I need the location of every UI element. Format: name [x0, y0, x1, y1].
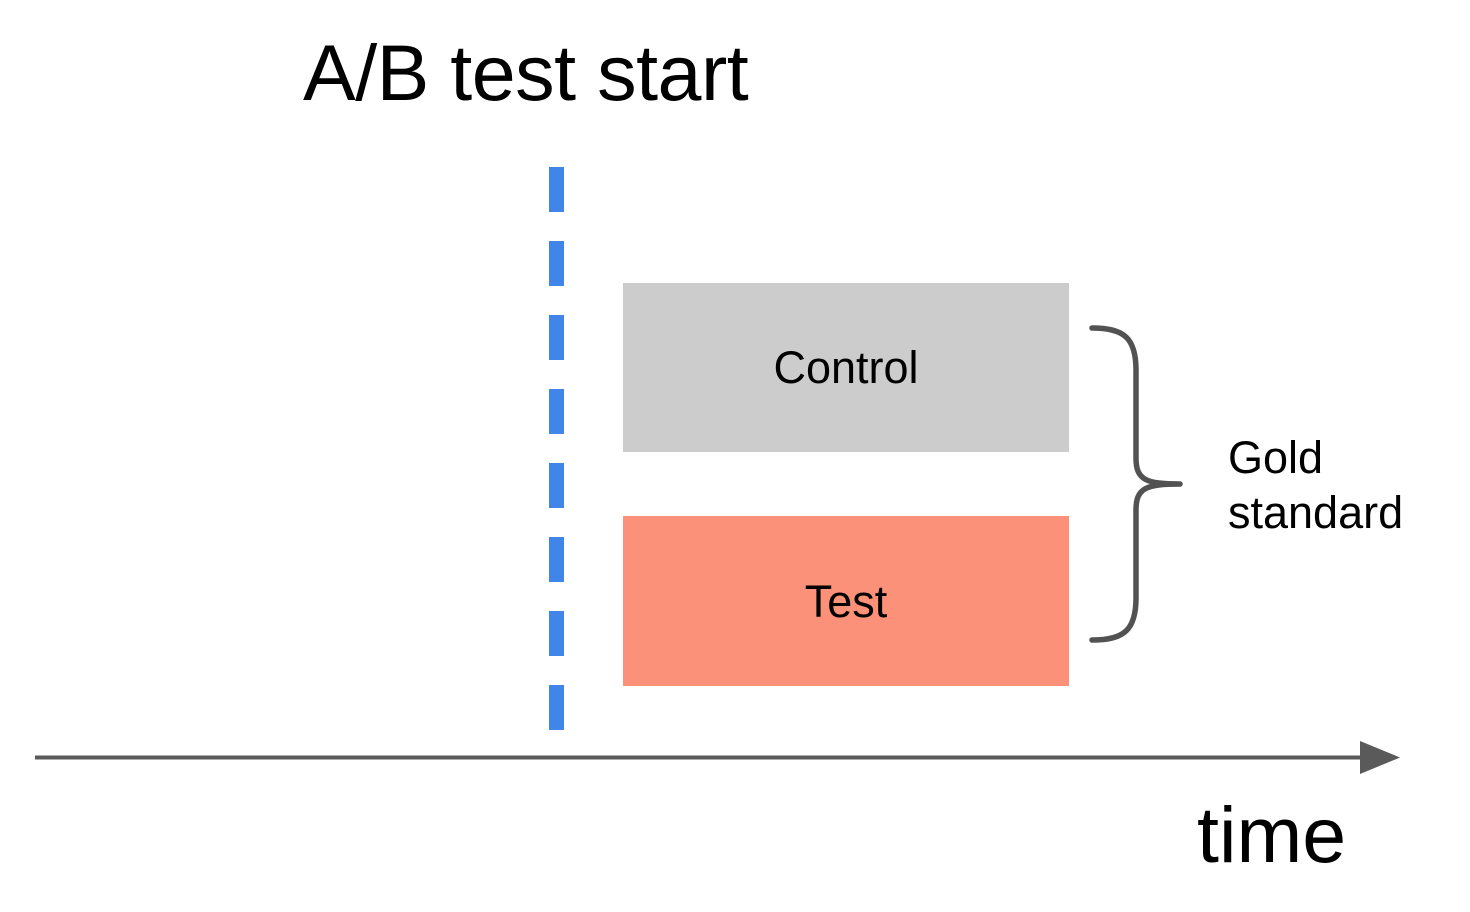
time-axis-arrow — [30, 735, 1405, 780]
ab-test-start-marker-line — [549, 167, 564, 758]
test-group-box: Test — [623, 516, 1069, 686]
gold-standard-annotation: Gold standard — [1228, 430, 1458, 540]
time-axis-label: time — [1197, 790, 1347, 879]
gold-standard-line-1: Gold — [1228, 432, 1324, 483]
curly-brace-icon — [1084, 318, 1188, 650]
gold-standard-line-2: standard — [1228, 487, 1404, 538]
control-group-label: Control — [773, 342, 919, 393]
test-group-label: Test — [804, 575, 888, 627]
page-title: A/B test start — [303, 28, 749, 117]
control-group-box: Control — [623, 283, 1069, 452]
